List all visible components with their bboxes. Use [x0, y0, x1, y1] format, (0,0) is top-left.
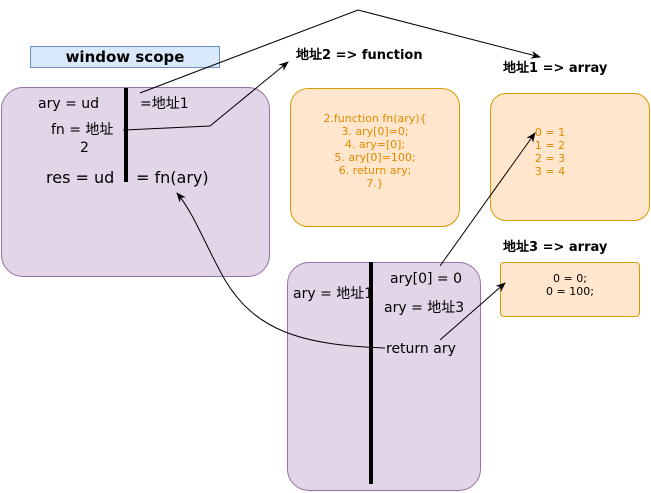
param-assignment: ary = 地址1	[293, 286, 374, 302]
array1-entry: 1 = 2	[534, 139, 566, 152]
array1-heap-title: 地址1 => array	[503, 61, 608, 76]
arrow-fn-to-function	[122, 61, 289, 131]
function-heap-title: 地址2 => function	[296, 48, 423, 63]
window-scope-box	[1, 87, 270, 277]
function-code-line: 6. return ary;	[338, 164, 412, 177]
fn-declaration: fn = 地址	[51, 122, 114, 138]
function-code: 2.function fn(ary){ 3. ary[0]=0; 4. ary=…	[300, 112, 450, 190]
function-code-line: 3. ary[0]=0;	[341, 125, 409, 138]
array1-entry: 2 = 3	[534, 152, 566, 165]
arrow-ary-to-array1	[139, 9, 541, 94]
stmt-ary0-assign: ary[0] = 0	[390, 271, 462, 287]
stmt-return: return ary	[386, 341, 456, 357]
function-execution-scope-box	[287, 262, 481, 491]
ary-value: =地址1	[140, 96, 189, 112]
window-scope-divider	[124, 88, 128, 182]
ary-declaration: ary = ud	[38, 96, 100, 112]
res-declaration: res = ud	[46, 168, 115, 187]
array1-entry: 3 = 4	[534, 165, 566, 178]
arrow-return-to-res	[176, 192, 386, 349]
function-code-line: 7.}	[366, 177, 384, 190]
array3-heap-box	[500, 262, 640, 317]
window-scope-label: window scope	[30, 46, 220, 68]
array1-values: 0 = 1 1 = 2 2 = 3 3 = 4	[520, 126, 580, 178]
array1-heap-box	[490, 93, 650, 221]
array3-heap-title: 地址3 => array	[503, 240, 608, 255]
function-heap-box	[290, 88, 460, 227]
array3-values: 0 = 0; 0 = 100;	[510, 272, 630, 298]
stmt-ary-reassign: ary = 地址3	[384, 300, 465, 316]
function-code-line: 4. ary=[0];	[344, 138, 406, 151]
arrow-stmt-to-array3	[439, 282, 506, 341]
function-code-line: 2.function fn(ary){	[323, 112, 427, 125]
res-value: = fn(ary)	[136, 168, 209, 187]
array3-entry: 0 = 0;	[553, 272, 587, 285]
function-code-line: 5. ary[0]=100;	[334, 151, 416, 164]
array1-entry: 0 = 1	[534, 126, 566, 139]
array3-entry: 0 = 100;	[546, 285, 594, 298]
execution-scope-divider	[369, 262, 373, 484]
arrow-stmt-to-array1	[439, 132, 536, 267]
fn-declaration-number: 2	[80, 140, 89, 156]
